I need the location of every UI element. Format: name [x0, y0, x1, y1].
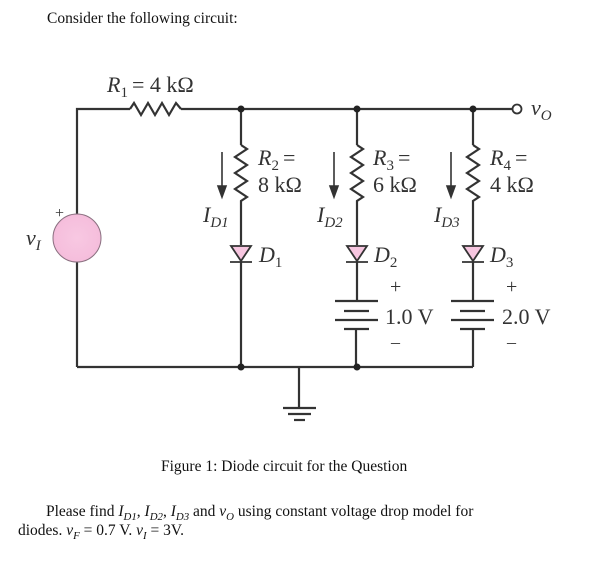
- question-text: diodes.: [18, 522, 67, 539]
- resistor-r1: [129, 100, 182, 118]
- node-dot: [237, 363, 245, 371]
- question-text: and: [189, 503, 220, 520]
- math-id3: I: [170, 503, 176, 520]
- figure-caption: Figure 1: Diode circuit for the Question: [161, 458, 408, 475]
- math-vi: v: [136, 522, 144, 539]
- r4-value: 4 kΩ: [490, 172, 534, 197]
- resistor-r3: [349, 144, 365, 245]
- question-text: using constant voltage drop model for: [234, 503, 474, 520]
- d1-label: D1: [258, 242, 282, 271]
- diode-d2-icon: [345, 245, 369, 263]
- vi-plus-sign: +: [55, 205, 64, 222]
- d3-label: D3: [489, 242, 513, 271]
- math-vf-value: = 0.7 V.: [79, 522, 137, 539]
- math-id2-sub: D2: [149, 511, 163, 524]
- r2-value: 8 kΩ: [258, 172, 302, 197]
- math-id1-sub: D1: [123, 511, 137, 524]
- math-vi-value: = 3V.: [146, 522, 184, 539]
- battery-2v-value: 2.0 V: [502, 304, 551, 329]
- math-vi-sub: I: [143, 530, 147, 543]
- math-id3-sub: D3: [175, 511, 190, 524]
- resistor-r2: [233, 144, 249, 245]
- separator: ,: [162, 503, 171, 520]
- r2-label: R2=: [257, 145, 295, 174]
- current-arrow-id1-icon: [216, 152, 228, 200]
- vi-label: vI: [26, 225, 42, 254]
- resistor-r4: [465, 144, 481, 245]
- vo-label: vO: [531, 95, 552, 124]
- r1-label: R1= 4 kΩ: [106, 72, 194, 101]
- battery-2v-plus: +: [506, 276, 517, 298]
- battery-1v-icon: [335, 299, 378, 331]
- separator: ,: [136, 503, 145, 520]
- node-dot: [353, 363, 361, 371]
- id1-label: ID1: [202, 202, 229, 231]
- id2-label: ID2: [316, 202, 343, 231]
- math-vo: v: [219, 503, 227, 520]
- d2-label: D2: [373, 242, 397, 271]
- math-vo-sub: O: [226, 511, 235, 524]
- battery-2v-icon: [451, 299, 494, 331]
- ground-icon: [283, 406, 316, 422]
- node-dot: [237, 105, 245, 113]
- diode-d3-icon: [461, 245, 485, 263]
- intro-text: Consider the following circuit:: [47, 10, 238, 27]
- current-arrow-id3-icon: [445, 152, 457, 200]
- r3-value: 6 kΩ: [373, 172, 417, 197]
- battery-1v-minus: –: [390, 332, 401, 352]
- battery-1v-value: 1.0 V: [385, 304, 434, 329]
- wire-left: [75, 107, 130, 367]
- question-text: Please find: [46, 503, 119, 520]
- node-dot: [469, 105, 477, 113]
- circuit-diagram: R1= 4 kΩ R2= 8 kΩ R3= 6 kΩ R4= 4 kΩ ID1 …: [26, 72, 552, 422]
- output-terminal-icon: [511, 103, 523, 115]
- math-id1: I: [118, 503, 124, 520]
- battery-2v-minus: –: [506, 332, 517, 352]
- id3-label: ID3: [433, 202, 460, 231]
- math-vf-sub: F: [73, 530, 80, 543]
- math-vf: v: [66, 522, 74, 539]
- current-arrow-id2-icon: [328, 152, 340, 200]
- r4-label: R4=: [489, 145, 527, 174]
- node-dot: [353, 105, 361, 113]
- battery-1v-plus: +: [390, 276, 401, 298]
- diode-d1-icon: [229, 245, 253, 263]
- question-line-2: diodes. vF = 0.7 V. vI = 3V.: [18, 522, 184, 542]
- question-line-1: Please find ID1, ID2, ID3 and vO using c…: [46, 503, 473, 523]
- math-id2: I: [144, 503, 150, 520]
- r3-label: R3=: [372, 145, 410, 174]
- voltage-source-icon: [52, 213, 102, 263]
- node-dots: [237, 105, 477, 371]
